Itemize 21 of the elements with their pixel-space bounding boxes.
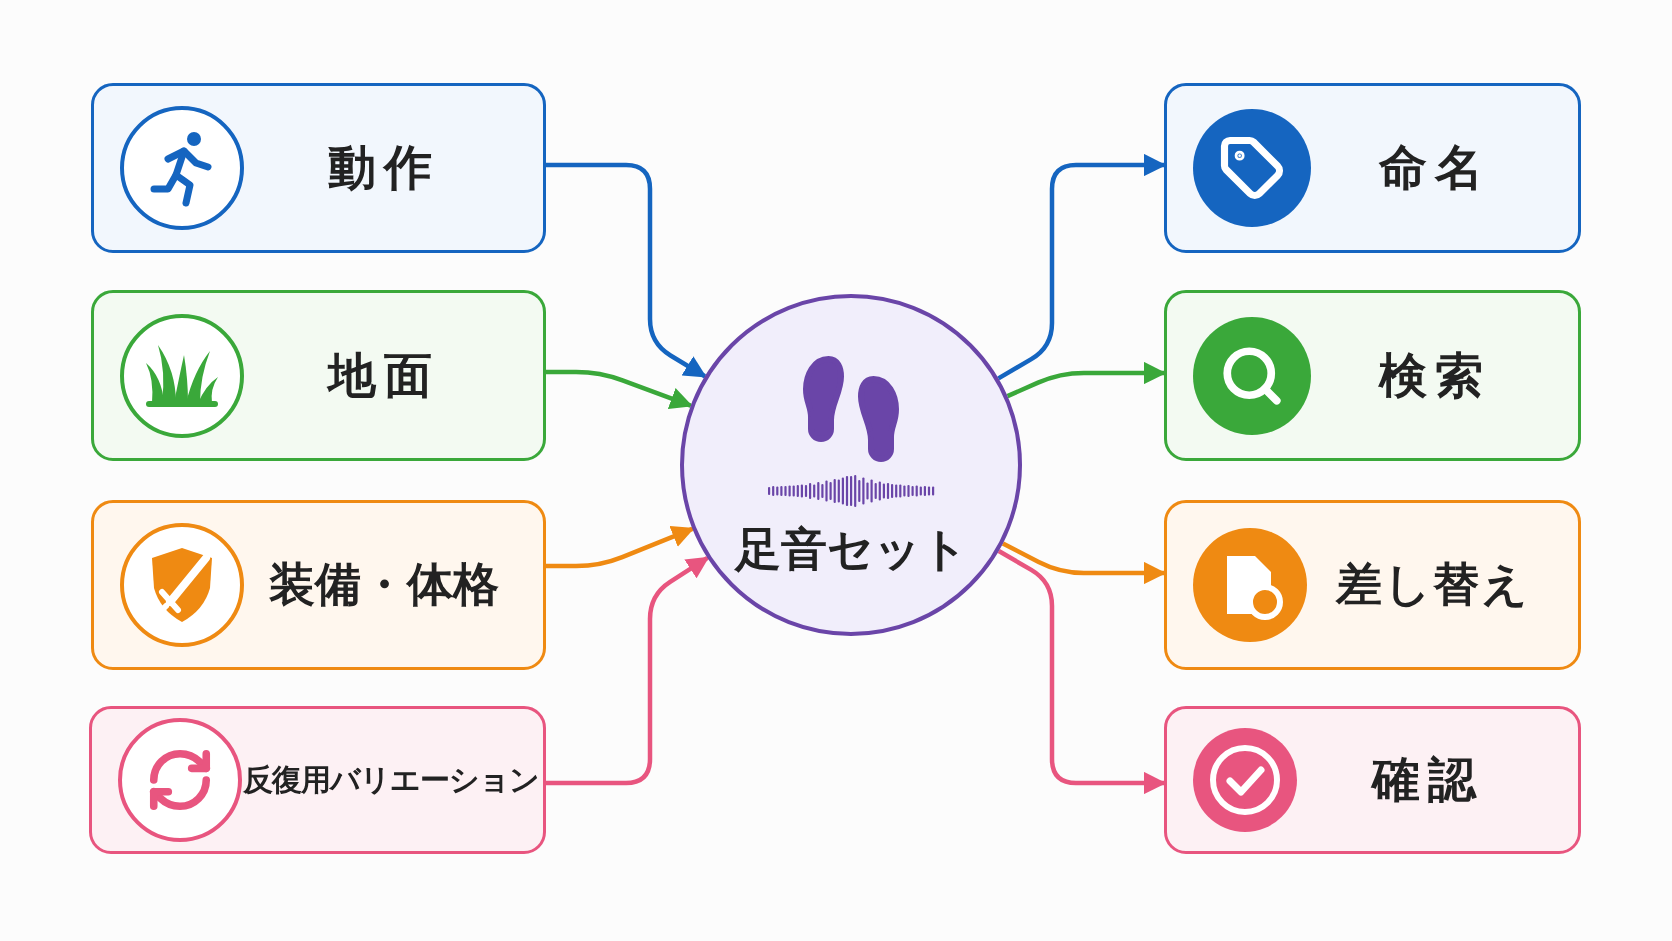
category-box — [1164, 706, 1581, 854]
box-label: 動作 — [326, 138, 441, 197]
arrow — [546, 369, 693, 410]
box-label: 差し替え — [1334, 556, 1531, 613]
category-box — [1164, 290, 1581, 461]
box-label: 確認 — [1370, 750, 1485, 809]
box-label: 反復用バリエーション — [242, 760, 540, 799]
category-box — [91, 83, 546, 253]
box-label: 地面 — [325, 345, 441, 405]
category-box — [89, 706, 546, 854]
category-box — [1164, 83, 1581, 253]
box-label: 命名 — [1377, 138, 1492, 197]
arrow — [546, 555, 710, 786]
category-box — [91, 290, 546, 461]
category-box — [1164, 500, 1581, 670]
box-label: 装備・体格 — [267, 556, 500, 613]
category-box — [91, 500, 546, 670]
arrow — [546, 162, 707, 379]
hub-label: 足音セット — [734, 521, 968, 578]
box-label: 検索 — [1377, 345, 1492, 405]
arrow — [546, 525, 695, 569]
